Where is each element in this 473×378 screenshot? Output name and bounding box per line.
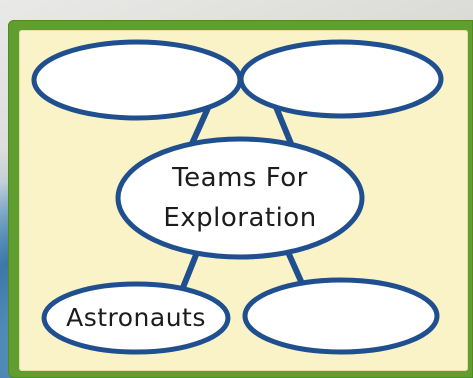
- node-top-right: [238, 39, 444, 119]
- node-top-left: [31, 39, 243, 121]
- center-node-line2: Exploration: [163, 203, 317, 233]
- connector-top-right: [273, 104, 295, 149]
- center-node-text: Teams For Exploration: [150, 158, 330, 238]
- node-bottom-right: [242, 277, 440, 355]
- node-bottom-left: [41, 281, 231, 355]
- connector-bottom-left: [179, 247, 201, 293]
- node-bottom-left-text: Astronauts: [66, 303, 206, 332]
- center-node-line1: Teams For: [172, 163, 308, 193]
- node-center: [115, 136, 365, 260]
